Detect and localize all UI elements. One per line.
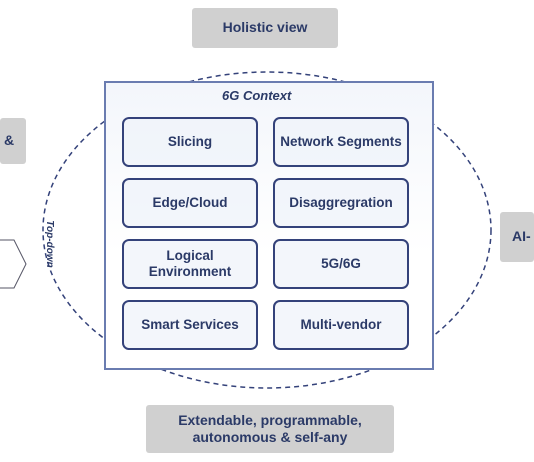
cell-multi-vendor: Multi-vendor [273, 300, 409, 350]
cell-logical-environment: Logical Environment [122, 239, 258, 289]
cell-5g-6g: 5G/6G [273, 239, 409, 289]
left-edge-label: & [0, 118, 26, 164]
context-title: 6G Context [222, 88, 292, 103]
cell-edge-cloud: Edge/Cloud [122, 178, 258, 228]
cell-disaggregration: Disaggregration [273, 178, 409, 228]
cell-smart-services: Smart Services [122, 300, 258, 350]
top-down-label: Top-down [44, 220, 55, 268]
cell-network-segments: Network Segments [273, 117, 409, 167]
extendable-label: Extendable, programmable, autonomous & s… [146, 405, 394, 453]
right-edge-label: AI- [500, 212, 534, 262]
left-arrow-icon [0, 239, 27, 289]
holistic-view-label: Holistic view [192, 8, 338, 48]
scope-ellipse [42, 71, 492, 389]
cell-slicing: Slicing [122, 117, 258, 167]
